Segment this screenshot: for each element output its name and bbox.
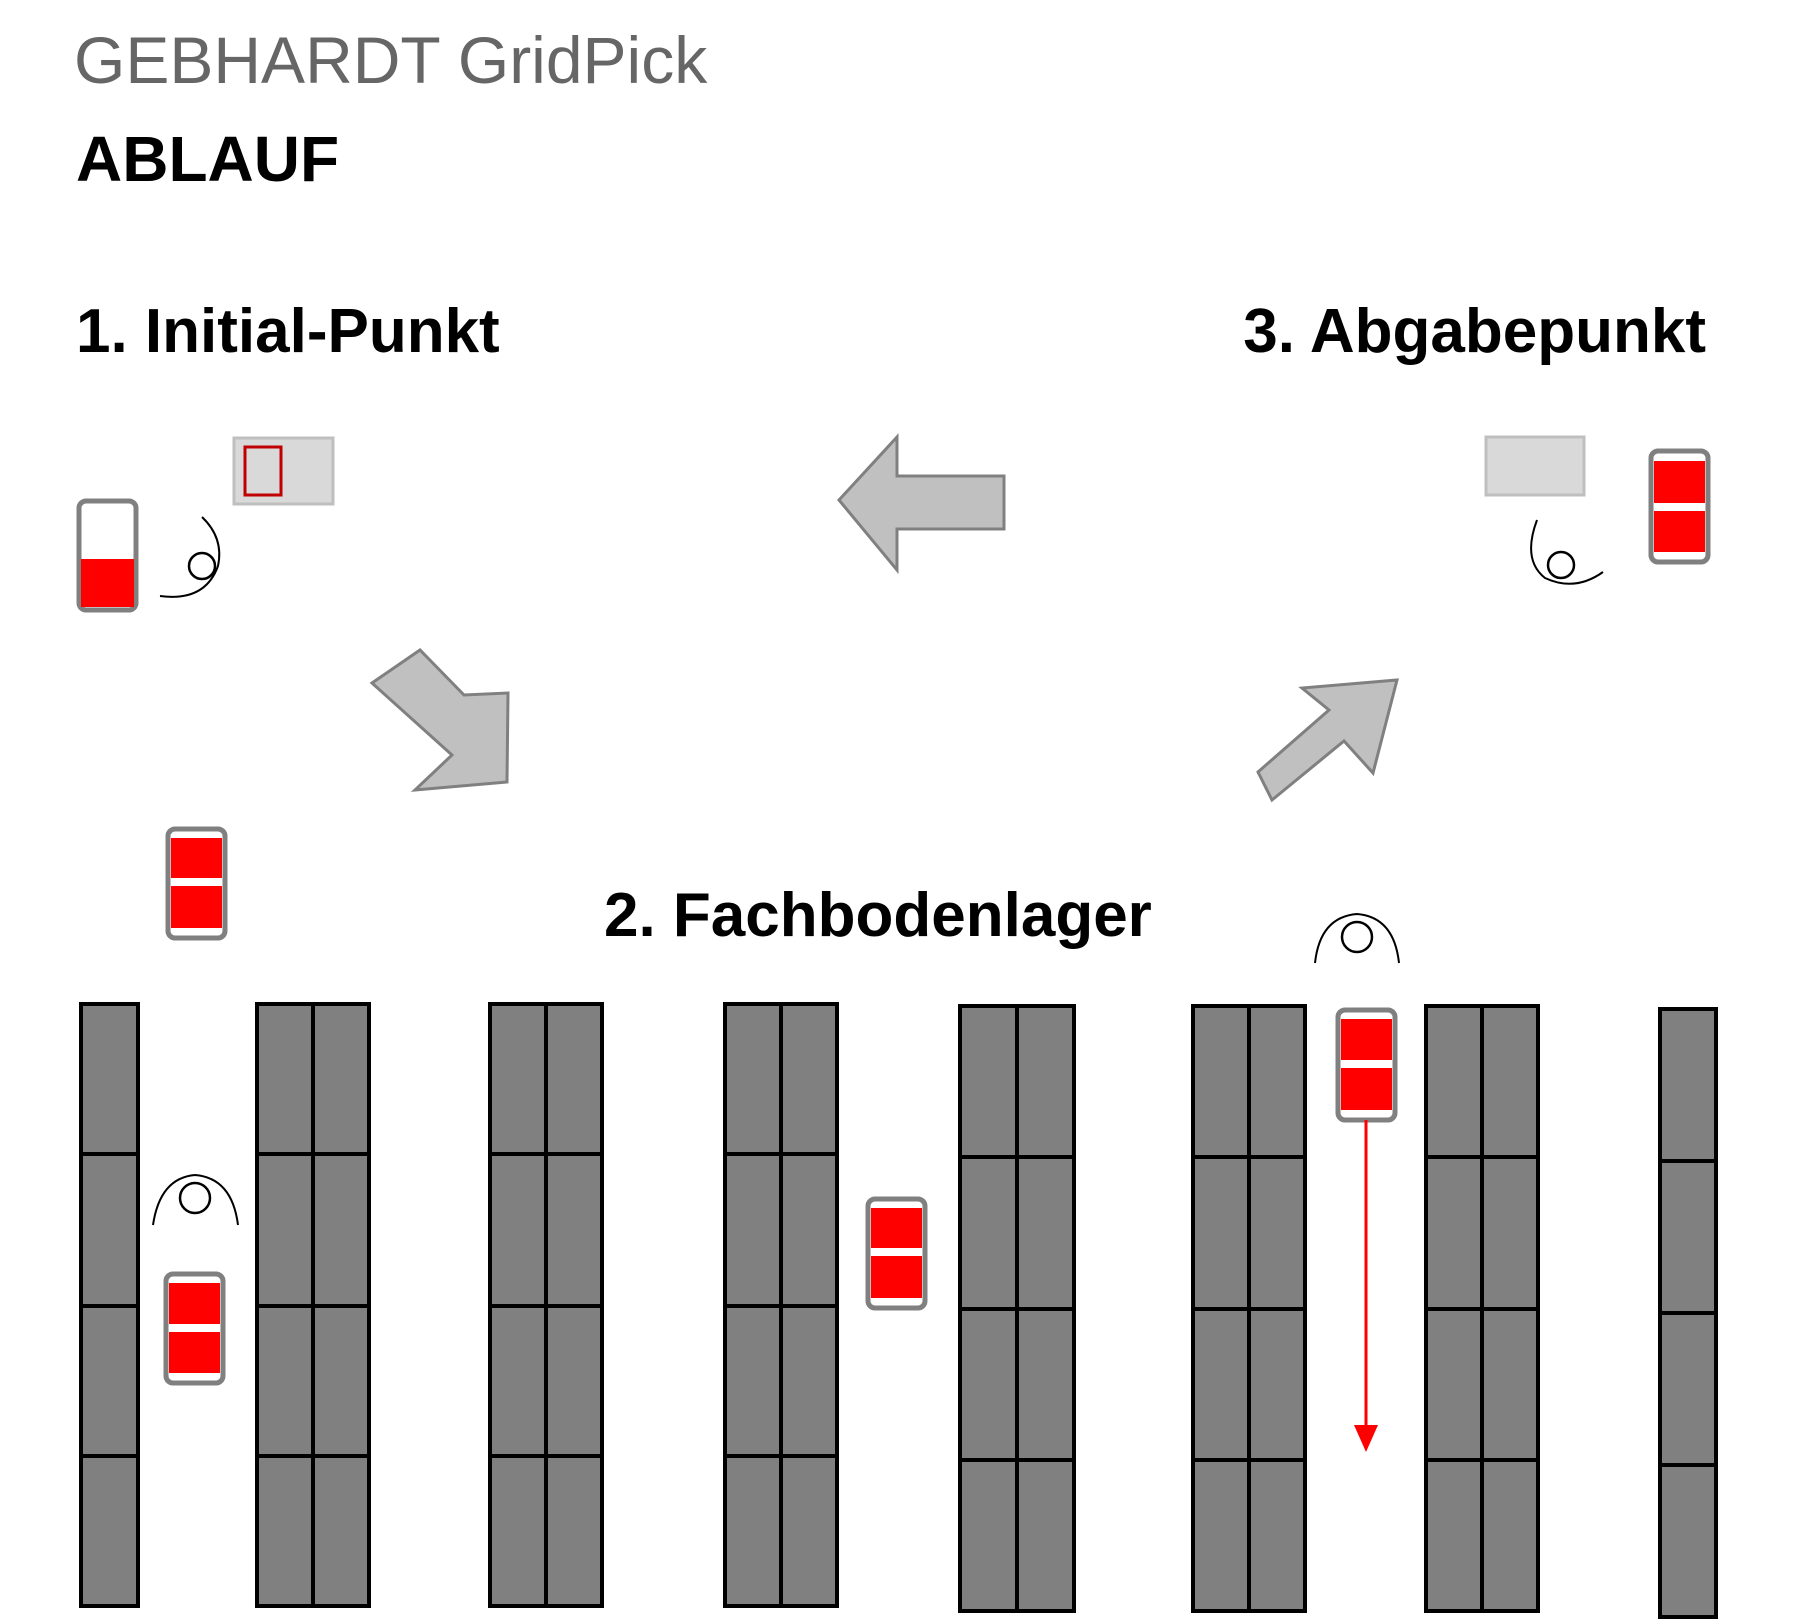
operator-icon <box>1314 912 1400 964</box>
flow-arrow-icon <box>837 433 1006 575</box>
shelf-rack <box>958 1004 1076 1613</box>
operator-icon <box>159 516 221 598</box>
shelf-rack <box>1424 1004 1540 1613</box>
shelf-rack <box>723 1002 839 1608</box>
shelf-rack <box>255 1002 371 1608</box>
brand-title: GEBHARDT GridPick <box>74 23 708 97</box>
step-3-label: 3. Abgabepunkt <box>1243 297 1706 366</box>
operator-icon <box>152 1173 239 1226</box>
shelf-rack <box>488 1002 604 1608</box>
station-icon <box>1484 435 1586 497</box>
page-title: ABLAUF <box>76 123 340 195</box>
tote-icon <box>76 498 139 613</box>
tote-icon <box>1648 448 1711 565</box>
flow-arrow-icon <box>1256 678 1399 803</box>
step-1-label: 1. Initial-Punkt <box>76 297 500 366</box>
shelf-rack <box>79 1002 140 1608</box>
flow-arrow-icon <box>369 648 510 792</box>
operator-icon <box>1530 519 1604 585</box>
tote-icon <box>163 1271 226 1386</box>
tote-icon <box>165 826 228 941</box>
station-icon <box>232 436 335 506</box>
shelf-rack <box>1658 1007 1718 1619</box>
shelf-rack <box>1191 1004 1307 1613</box>
tote-icon <box>1335 1007 1398 1123</box>
step-2-label: 2. Fachbodenlager <box>604 881 1152 950</box>
tote-icon <box>865 1196 928 1311</box>
